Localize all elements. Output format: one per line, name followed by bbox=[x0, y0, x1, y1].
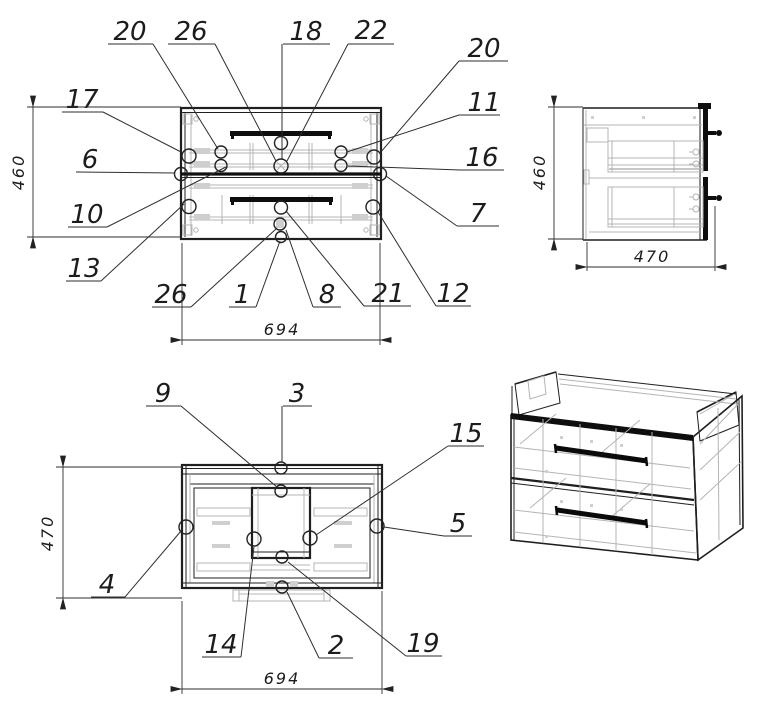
callout-15: 15 bbox=[449, 419, 482, 449]
svg-text:460: 460 bbox=[530, 154, 549, 191]
callout-19: 19 bbox=[406, 629, 439, 659]
callout-9: 9 bbox=[155, 379, 172, 409]
callout-5: 5 bbox=[450, 509, 467, 539]
drawer-handle-top bbox=[230, 131, 332, 139]
side-handle-bottom bbox=[707, 195, 722, 201]
callout-11: 11 bbox=[467, 88, 500, 118]
iso-handle-top bbox=[553, 443, 649, 467]
svg-text:694: 694 bbox=[264, 669, 301, 688]
callout-10: 10 bbox=[70, 200, 103, 230]
callout-4: 4 bbox=[99, 570, 116, 600]
callout-16: 16 bbox=[465, 143, 498, 173]
front-leaders bbox=[62, 43, 508, 308]
side-handle-top bbox=[707, 130, 722, 136]
callout-13: 13 bbox=[67, 254, 100, 284]
callout-2: 2 bbox=[328, 631, 345, 661]
callout-3: 3 bbox=[289, 379, 306, 409]
callout-1: 1 bbox=[234, 280, 251, 310]
svg-text:470: 470 bbox=[38, 515, 57, 552]
callout-21: 21 bbox=[371, 279, 404, 309]
callout-8: 8 bbox=[319, 280, 336, 310]
front-view: 20 26 18 22 20 17 11 6 16 10 7 13 26 1 8… bbox=[9, 16, 508, 345]
callout-20-top-left: 20 bbox=[113, 17, 146, 47]
top-leaders bbox=[91, 405, 484, 659]
siphon-cutout bbox=[250, 486, 312, 560]
isometric-view bbox=[510, 371, 744, 562]
callout-7: 7 bbox=[470, 199, 487, 229]
callout-14: 14 bbox=[204, 630, 237, 660]
top-callout-circles bbox=[178, 461, 385, 594]
svg-text:460: 460 bbox=[9, 154, 28, 191]
svg-text:470: 470 bbox=[634, 247, 671, 266]
callout-22: 22 bbox=[354, 16, 387, 46]
side-dim-height: 460 bbox=[530, 95, 583, 251]
front-dim-width: 694 bbox=[170, 243, 392, 345]
callout-26-top: 26 bbox=[174, 17, 207, 47]
callout-6: 6 bbox=[82, 145, 99, 175]
callout-17: 17 bbox=[65, 85, 99, 115]
top-dim-depth: 470 bbox=[38, 455, 182, 610]
iso-drawer-divider bbox=[510, 476, 695, 502]
iso-handle-bottom bbox=[554, 505, 649, 529]
side-view: 460 470 bbox=[530, 95, 727, 271]
top-dim-width: 694 bbox=[170, 591, 394, 694]
callout-20-top-right: 20 bbox=[467, 34, 500, 64]
drawer-handle-bottom bbox=[230, 197, 333, 205]
top-view: 9 3 15 5 4 14 2 19 470 694 bbox=[38, 379, 484, 694]
front-dim-height: 460 bbox=[9, 95, 181, 249]
front-callout-circles bbox=[173, 135, 388, 244]
mount-bracket bbox=[698, 103, 711, 109]
callout-26-bottom: 26 bbox=[154, 280, 187, 310]
callout-12: 12 bbox=[436, 279, 469, 309]
side-dim-depth: 470 bbox=[575, 206, 727, 271]
top-carcass-outline bbox=[180, 463, 384, 590]
svg-text:694: 694 bbox=[264, 320, 301, 339]
callout-18: 18 bbox=[289, 17, 322, 47]
